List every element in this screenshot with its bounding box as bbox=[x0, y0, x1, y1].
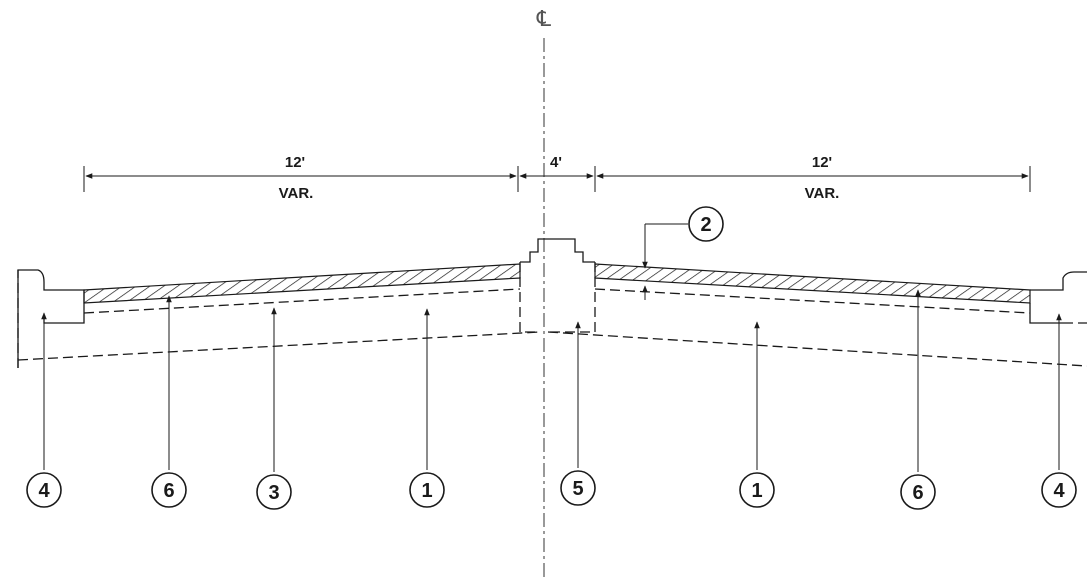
median-barrier bbox=[519, 238, 596, 333]
right-lane-note: VAR. bbox=[805, 185, 840, 202]
callout-2: 2 bbox=[688, 206, 724, 242]
callout-6-right: 6 bbox=[900, 474, 936, 510]
right-curb bbox=[1029, 271, 1087, 324]
right-overlay-layer bbox=[594, 263, 1031, 304]
callout-5: 5 bbox=[560, 470, 596, 506]
leader-lines bbox=[41, 223, 1062, 472]
callout-number: 4 bbox=[38, 480, 50, 502]
callout-circle bbox=[900, 474, 936, 510]
callout-circle bbox=[688, 206, 724, 242]
left-subbase-bottom bbox=[17, 331, 541, 361]
callout-circle bbox=[151, 472, 187, 508]
callout-number: 6 bbox=[163, 480, 174, 502]
callout-circle bbox=[256, 474, 292, 510]
callout-circle bbox=[739, 472, 775, 508]
callout-1-right: 1 bbox=[739, 472, 775, 508]
callout-6-left: 6 bbox=[151, 472, 187, 508]
callout-circle bbox=[409, 472, 445, 508]
callout-circle bbox=[1041, 472, 1077, 508]
left-lane-note: VAR. bbox=[279, 185, 314, 202]
right-subbase-bottom bbox=[547, 331, 1087, 367]
left-overlay-layer bbox=[83, 263, 521, 304]
callout-circle bbox=[560, 470, 596, 506]
callout-number: 6 bbox=[912, 482, 923, 504]
dimension-lines bbox=[83, 166, 1031, 192]
centerline-symbol: ℄ bbox=[536, 7, 552, 32]
callout-number: 3 bbox=[268, 482, 279, 504]
callout-number: 1 bbox=[421, 480, 432, 502]
callout-number: 1 bbox=[751, 480, 762, 502]
callout-number: 5 bbox=[572, 478, 583, 500]
left-lane-width: 12' bbox=[285, 154, 305, 171]
callout-4-left: 4 bbox=[26, 472, 62, 508]
right-lane-width: 12' bbox=[812, 154, 832, 171]
left-curb bbox=[17, 269, 85, 368]
median-width: 4' bbox=[550, 154, 562, 171]
right-base-top bbox=[594, 288, 1031, 314]
callout-4-right: 4 bbox=[1041, 472, 1077, 508]
callout-number: 4 bbox=[1053, 480, 1065, 502]
callout-circle bbox=[26, 472, 62, 508]
callout-1-left: 1 bbox=[409, 472, 445, 508]
callout-3: 3 bbox=[256, 474, 292, 510]
callout-number: 2 bbox=[700, 214, 711, 236]
left-base-top bbox=[83, 288, 521, 314]
